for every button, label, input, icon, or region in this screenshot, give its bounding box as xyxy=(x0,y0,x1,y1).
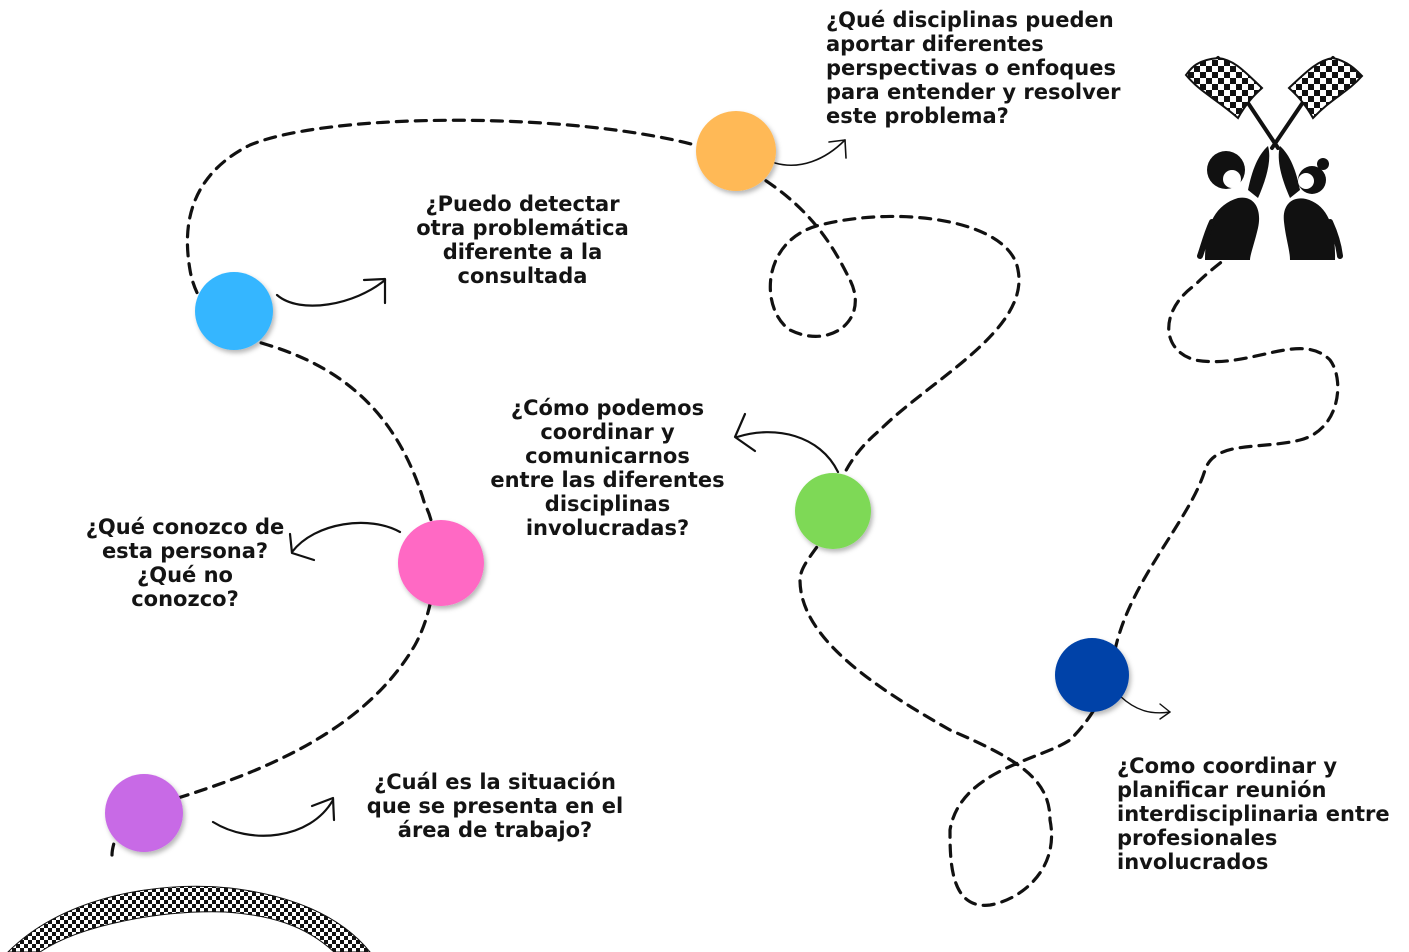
step-5-dot[interactable] xyxy=(795,473,871,549)
question-5-text: ¿Cómo podemos coordinar y comunicarnos e… xyxy=(490,396,725,540)
question-3-text: ¿Puedo detectar otra problemática difere… xyxy=(416,192,629,288)
arrow-to-q1 xyxy=(211,796,336,837)
arrow-to-q2 xyxy=(288,521,402,562)
dashed-route xyxy=(110,118,1340,907)
checkered-flags-high-five-icon xyxy=(1184,56,1364,260)
question-1-text: ¿Cuál es la situación que se presenta en… xyxy=(366,770,624,842)
question-6-text: ¿Como coordinar y planificar reunión int… xyxy=(1117,754,1390,874)
step-2-dot[interactable] xyxy=(398,520,484,606)
arrow-to-q4 xyxy=(774,139,847,167)
arrow-to-q3 xyxy=(275,277,387,307)
step-6-dot[interactable] xyxy=(1055,638,1129,712)
step-1-dot[interactable] xyxy=(105,774,183,852)
arrow-to-q5 xyxy=(733,412,840,474)
step-4-dot[interactable] xyxy=(696,111,776,191)
question-4-text: ¿Qué disciplinas pueden aportar diferent… xyxy=(826,8,1121,128)
question-2-text: ¿Qué conozco de esta persona? ¿Qué no co… xyxy=(85,515,285,611)
arrow-to-q6 xyxy=(1119,695,1171,720)
step-3-dot[interactable] xyxy=(195,272,273,350)
checkered-start-icon xyxy=(7,885,371,952)
